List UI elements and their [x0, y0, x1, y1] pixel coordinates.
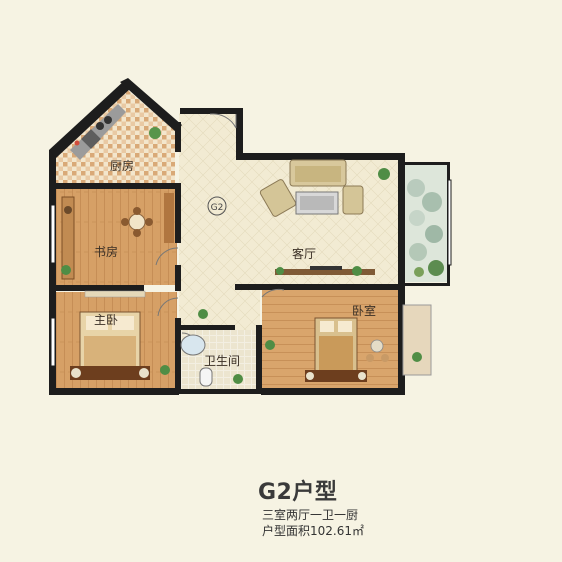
kitchen-floor: [55, 88, 175, 185]
master-bedroom-furniture: [70, 290, 170, 380]
unit-area-text: 户型面积102.61㎡: [262, 524, 364, 538]
corridor-floor: [179, 287, 260, 330]
room-label-bathroom: 卫生间: [204, 354, 241, 368]
bedroom-bay: [402, 304, 432, 376]
balcony-plants: [407, 179, 444, 277]
room-label-living: 客厅: [292, 247, 317, 261]
study-floor: [55, 189, 177, 285]
windows: [50, 179, 452, 367]
study-furniture: [61, 193, 174, 280]
door-swings: [155, 113, 285, 350]
unit-type-title: G2户型: [258, 480, 338, 505]
room-layout-text: 三室两厅一卫一厨: [262, 508, 359, 522]
bathroom-fixtures: [180, 334, 243, 387]
walls: [49, 78, 450, 395]
unit-marker-label: G2: [211, 203, 224, 213]
room-label-study: 书房: [94, 245, 119, 259]
living-furniture: [259, 159, 390, 276]
unit-marker: [207, 196, 227, 216]
room-label-kitchen: 厨房: [110, 159, 135, 173]
room-label-bedroom: 卧室: [352, 304, 377, 318]
corridor-plant: [198, 309, 208, 319]
kitchen-fixtures: [70, 104, 161, 160]
bedroom-furniture: [265, 317, 422, 382]
room-label-master-bedroom: 主卧: [94, 313, 119, 327]
